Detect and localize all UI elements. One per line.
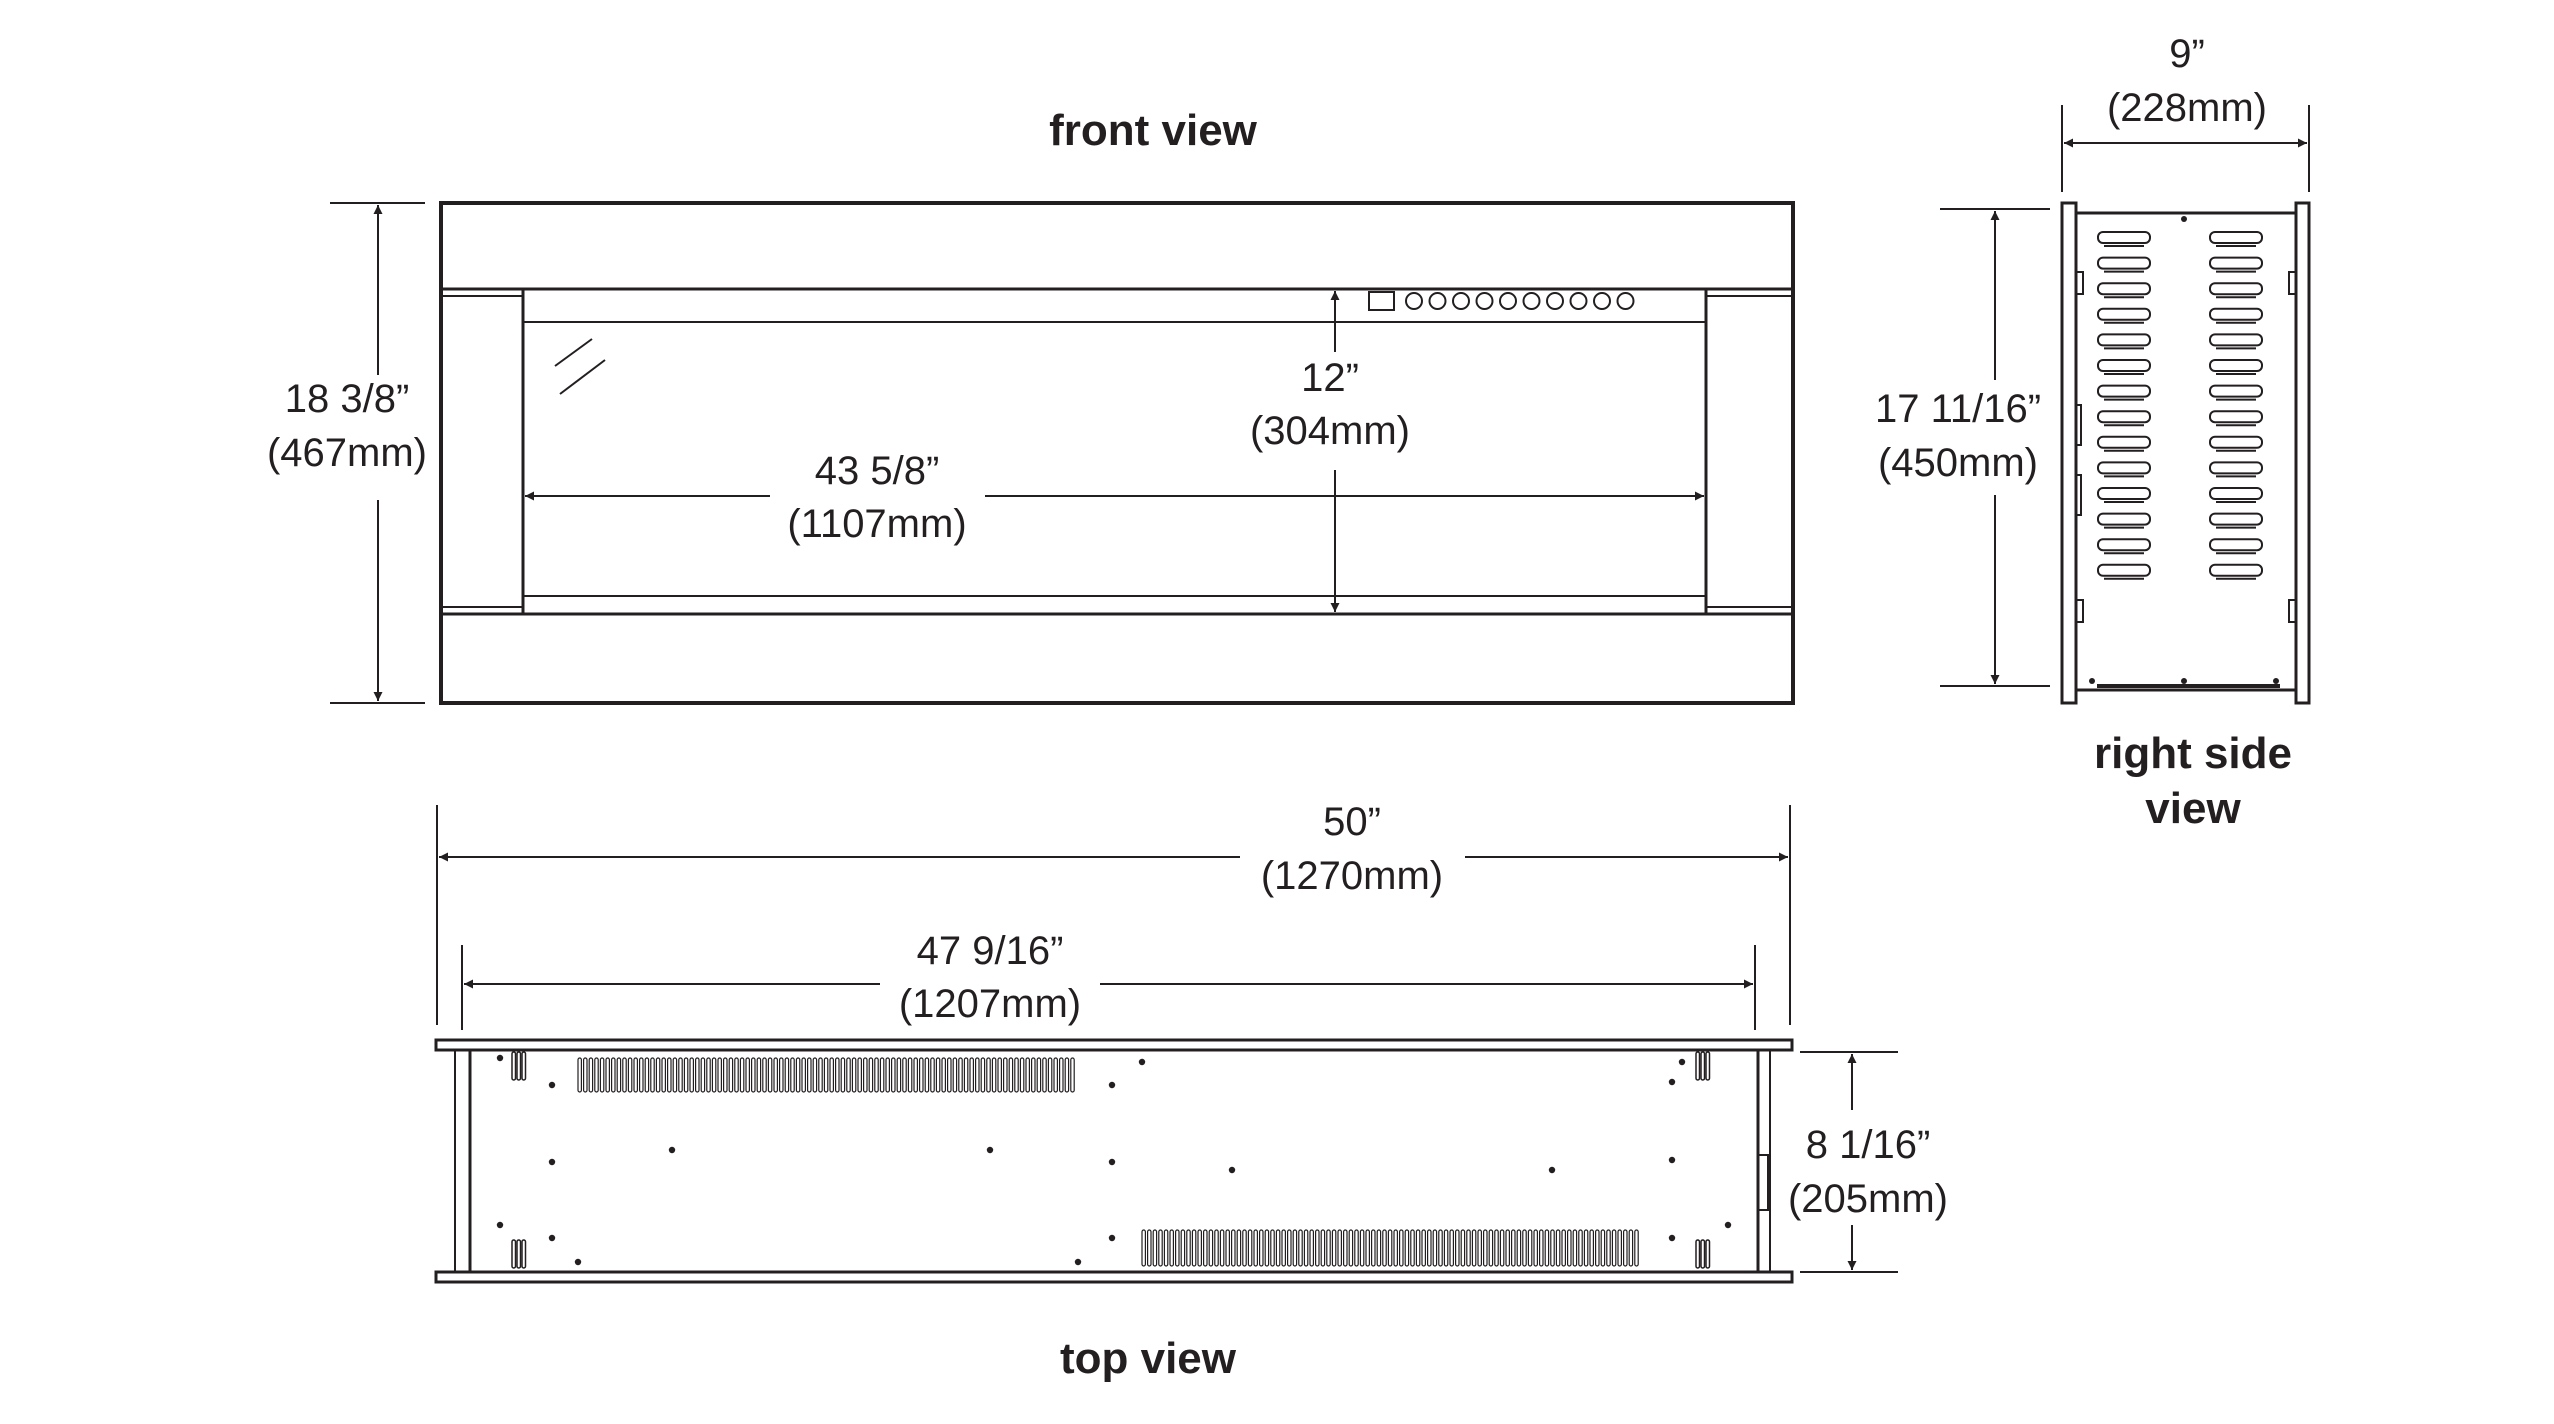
top-view-title: top view: [1060, 1334, 1237, 1383]
side-front-flange: [2060, 201, 2078, 705]
right-side-view-title-line2: view: [2145, 784, 2241, 833]
side-depth-imperial: 9”: [2169, 32, 2205, 76]
top-vent-icon: [577, 1057, 1639, 1267]
overall-width-dimension: 50” (1270mm): [436, 800, 1791, 1025]
side-height-imperial: 17 11/16”: [1875, 387, 2041, 431]
opening-width-dimension: 43 5/8” (1107mm): [525, 449, 1704, 546]
glass-reflection-icon: [554, 338, 593, 367]
side-height-metric: (450mm): [1878, 441, 2038, 485]
body-width-imperial: 47 9/16”: [917, 929, 1064, 973]
front-height-imperial: 18 3/8”: [285, 377, 410, 421]
body-width-dimension: 47 9/16” (1207mm): [461, 929, 1756, 1030]
opening-width-imperial: 43 5/8”: [815, 449, 940, 493]
body-width-metric: (1207mm): [899, 982, 1081, 1026]
front-right-panel: [1704, 287, 1795, 616]
overall-width-imperial: 50”: [1323, 800, 1381, 844]
control-panel-icon: [1368, 291, 1635, 311]
top-clip-icon: [511, 1051, 1711, 1269]
opening-height-imperial: 12”: [1301, 356, 1359, 400]
side-depth-metric: (228mm): [2107, 86, 2267, 130]
top-view: [434, 1038, 1794, 1284]
front-view-title: front view: [1049, 106, 1258, 155]
top-fastener-icon: [496, 1054, 1732, 1266]
top-depth-dimension: 8 1/16” (205mm): [1788, 1051, 1948, 1273]
side-height-dimension: 17 11/16” (450mm): [1875, 208, 2050, 687]
front-height-dimension: 18 3/8” (467mm): [267, 202, 427, 704]
opening-height-metric: (304mm): [1250, 409, 1410, 453]
right-side-view: [2060, 201, 2311, 705]
glass-opening: [521, 287, 1708, 616]
right-side-view-title-line1: right side: [2094, 729, 2292, 778]
side-vent-icon: [2097, 231, 2263, 580]
overall-width-metric: (1270mm): [1261, 854, 1443, 898]
front-left-panel: [439, 287, 525, 616]
front-height-metric: (467mm): [267, 431, 427, 475]
top-depth-imperial: 8 1/16”: [1806, 1123, 1931, 1167]
opening-width-metric: (1107mm): [787, 502, 966, 546]
top-depth-metric: (205mm): [1788, 1177, 1948, 1221]
opening-height-dimension: 12” (304mm): [1250, 291, 1410, 612]
side-back-flange: [2294, 201, 2311, 705]
side-depth-dimension: 9” (228mm): [2061, 32, 2310, 192]
front-view: [439, 201, 1795, 705]
side-body: [2074, 211, 2298, 692]
front-outer-frame: [439, 201, 1795, 705]
